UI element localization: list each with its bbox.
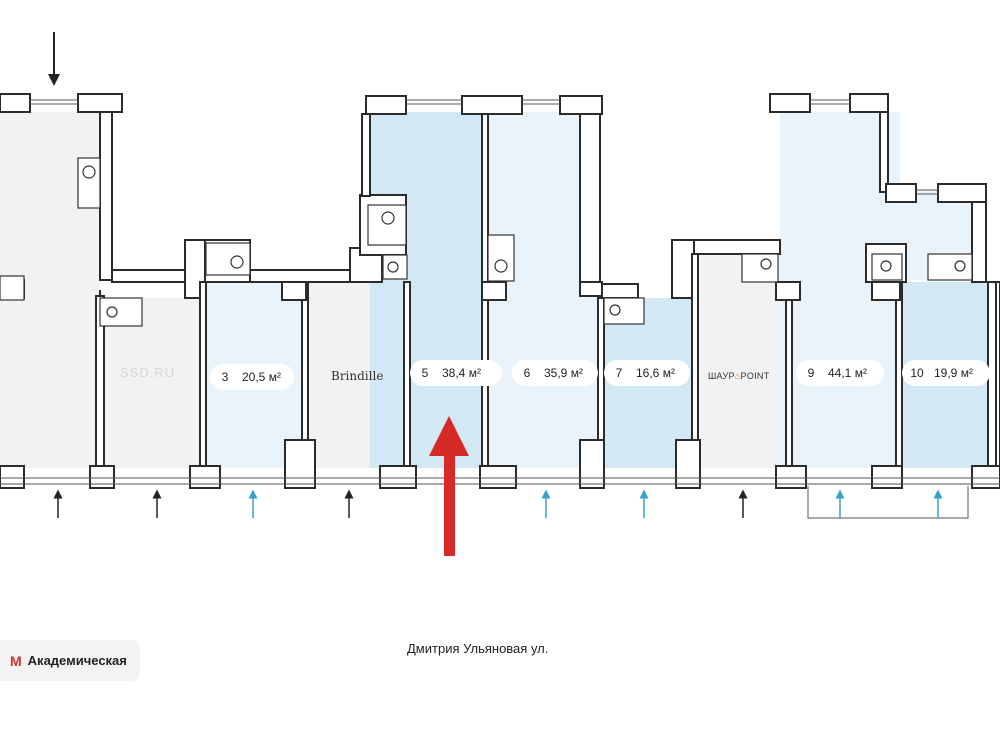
unit-number: 7 (615, 366, 623, 380)
tenant-brindille: Brindille (331, 369, 384, 383)
unit-number: 3 (221, 370, 229, 384)
tenant-sharpoint-right: POINT (740, 371, 770, 381)
unit-number: 6 (523, 366, 531, 380)
unit-number: 9 (807, 366, 815, 380)
unit-area: 38,4 м² (442, 366, 481, 380)
entrance-arrows (48, 32, 943, 518)
unit-area: 19,9 м² (934, 366, 973, 380)
unit-label-3[interactable]: 3 20,5 м² (210, 364, 294, 390)
unit-label-10[interactable]: 10 19,9 м² (902, 360, 990, 386)
highlight-arrow (429, 416, 469, 556)
unit-number: 10 (910, 366, 924, 380)
room-sharpoint (694, 250, 790, 468)
unit-number: 5 (421, 366, 429, 380)
metro-station: Академическая (27, 653, 127, 668)
street-name: Дмитрия Ульяновая ул. (407, 641, 549, 656)
walls (0, 93, 1000, 519)
unit-label-5[interactable]: 5 38,4 м² (410, 360, 502, 386)
unit-label-9[interactable]: 9 44,1 м² (796, 360, 884, 386)
metro-badge: M Академическая (0, 640, 140, 681)
tenant-sharpoint-left: ШАУР (708, 371, 735, 381)
unit-area: 44,1 м² (828, 366, 867, 380)
unit-label-7[interactable]: 7 16,6 м² (604, 360, 690, 386)
metro-icon: M (10, 652, 22, 669)
watermark: SSD.RU (120, 365, 176, 380)
wc-fixtures (0, 157, 973, 327)
unit-area: 20,5 м² (242, 370, 281, 384)
tenant-sharpoint: ШАУР⌂POINT (708, 371, 770, 381)
unit-area: 16,6 м² (636, 366, 675, 380)
hat-icon: ⌂ (734, 371, 741, 381)
unit-label-6[interactable]: 6 35,9 м² (512, 360, 598, 386)
unit-area: 35,9 м² (544, 366, 583, 380)
